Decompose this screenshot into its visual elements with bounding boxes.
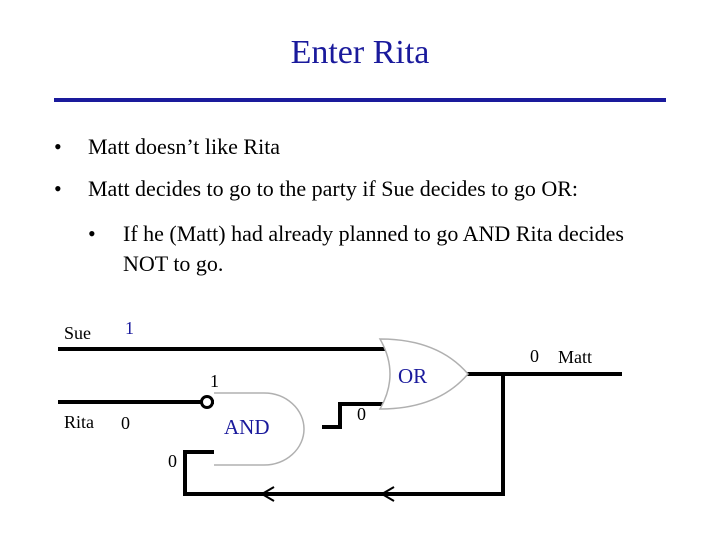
sub-bullet-line-1: If he (Matt) had already planned to go A… (123, 221, 624, 246)
title-underline (54, 98, 666, 102)
bullet-2: Matt decides to go to the party if Sue d… (88, 176, 579, 201)
rita-label: Rita (64, 412, 94, 432)
bullet-marker-1: • (54, 134, 62, 159)
bullet-marker-2: • (54, 176, 62, 201)
or-output-value: 0 (530, 346, 539, 366)
feedback-arrow-right (381, 486, 395, 502)
and-gate (214, 392, 305, 466)
sub-bullet-marker: • (88, 221, 96, 246)
feedback-value: 0 (168, 451, 177, 471)
not-bubble (200, 395, 214, 409)
sue-value: 1 (125, 318, 134, 338)
matt-label: Matt (558, 347, 592, 367)
or-gate (378, 338, 469, 410)
sue-label: Sue (64, 323, 91, 343)
rita-value: 0 (121, 413, 130, 433)
bullet-1: Matt doesn’t like Rita (88, 134, 281, 159)
slide-title: Enter Rita (290, 34, 430, 71)
and-gate-label: AND (224, 415, 270, 439)
and-output-value: 0 (357, 404, 366, 424)
feedback-arrow-left (261, 486, 275, 502)
and-top-input-value: 1 (210, 371, 219, 391)
sub-bullet-line-2: NOT to go. (123, 251, 224, 276)
or-gate-label: OR (398, 364, 427, 388)
